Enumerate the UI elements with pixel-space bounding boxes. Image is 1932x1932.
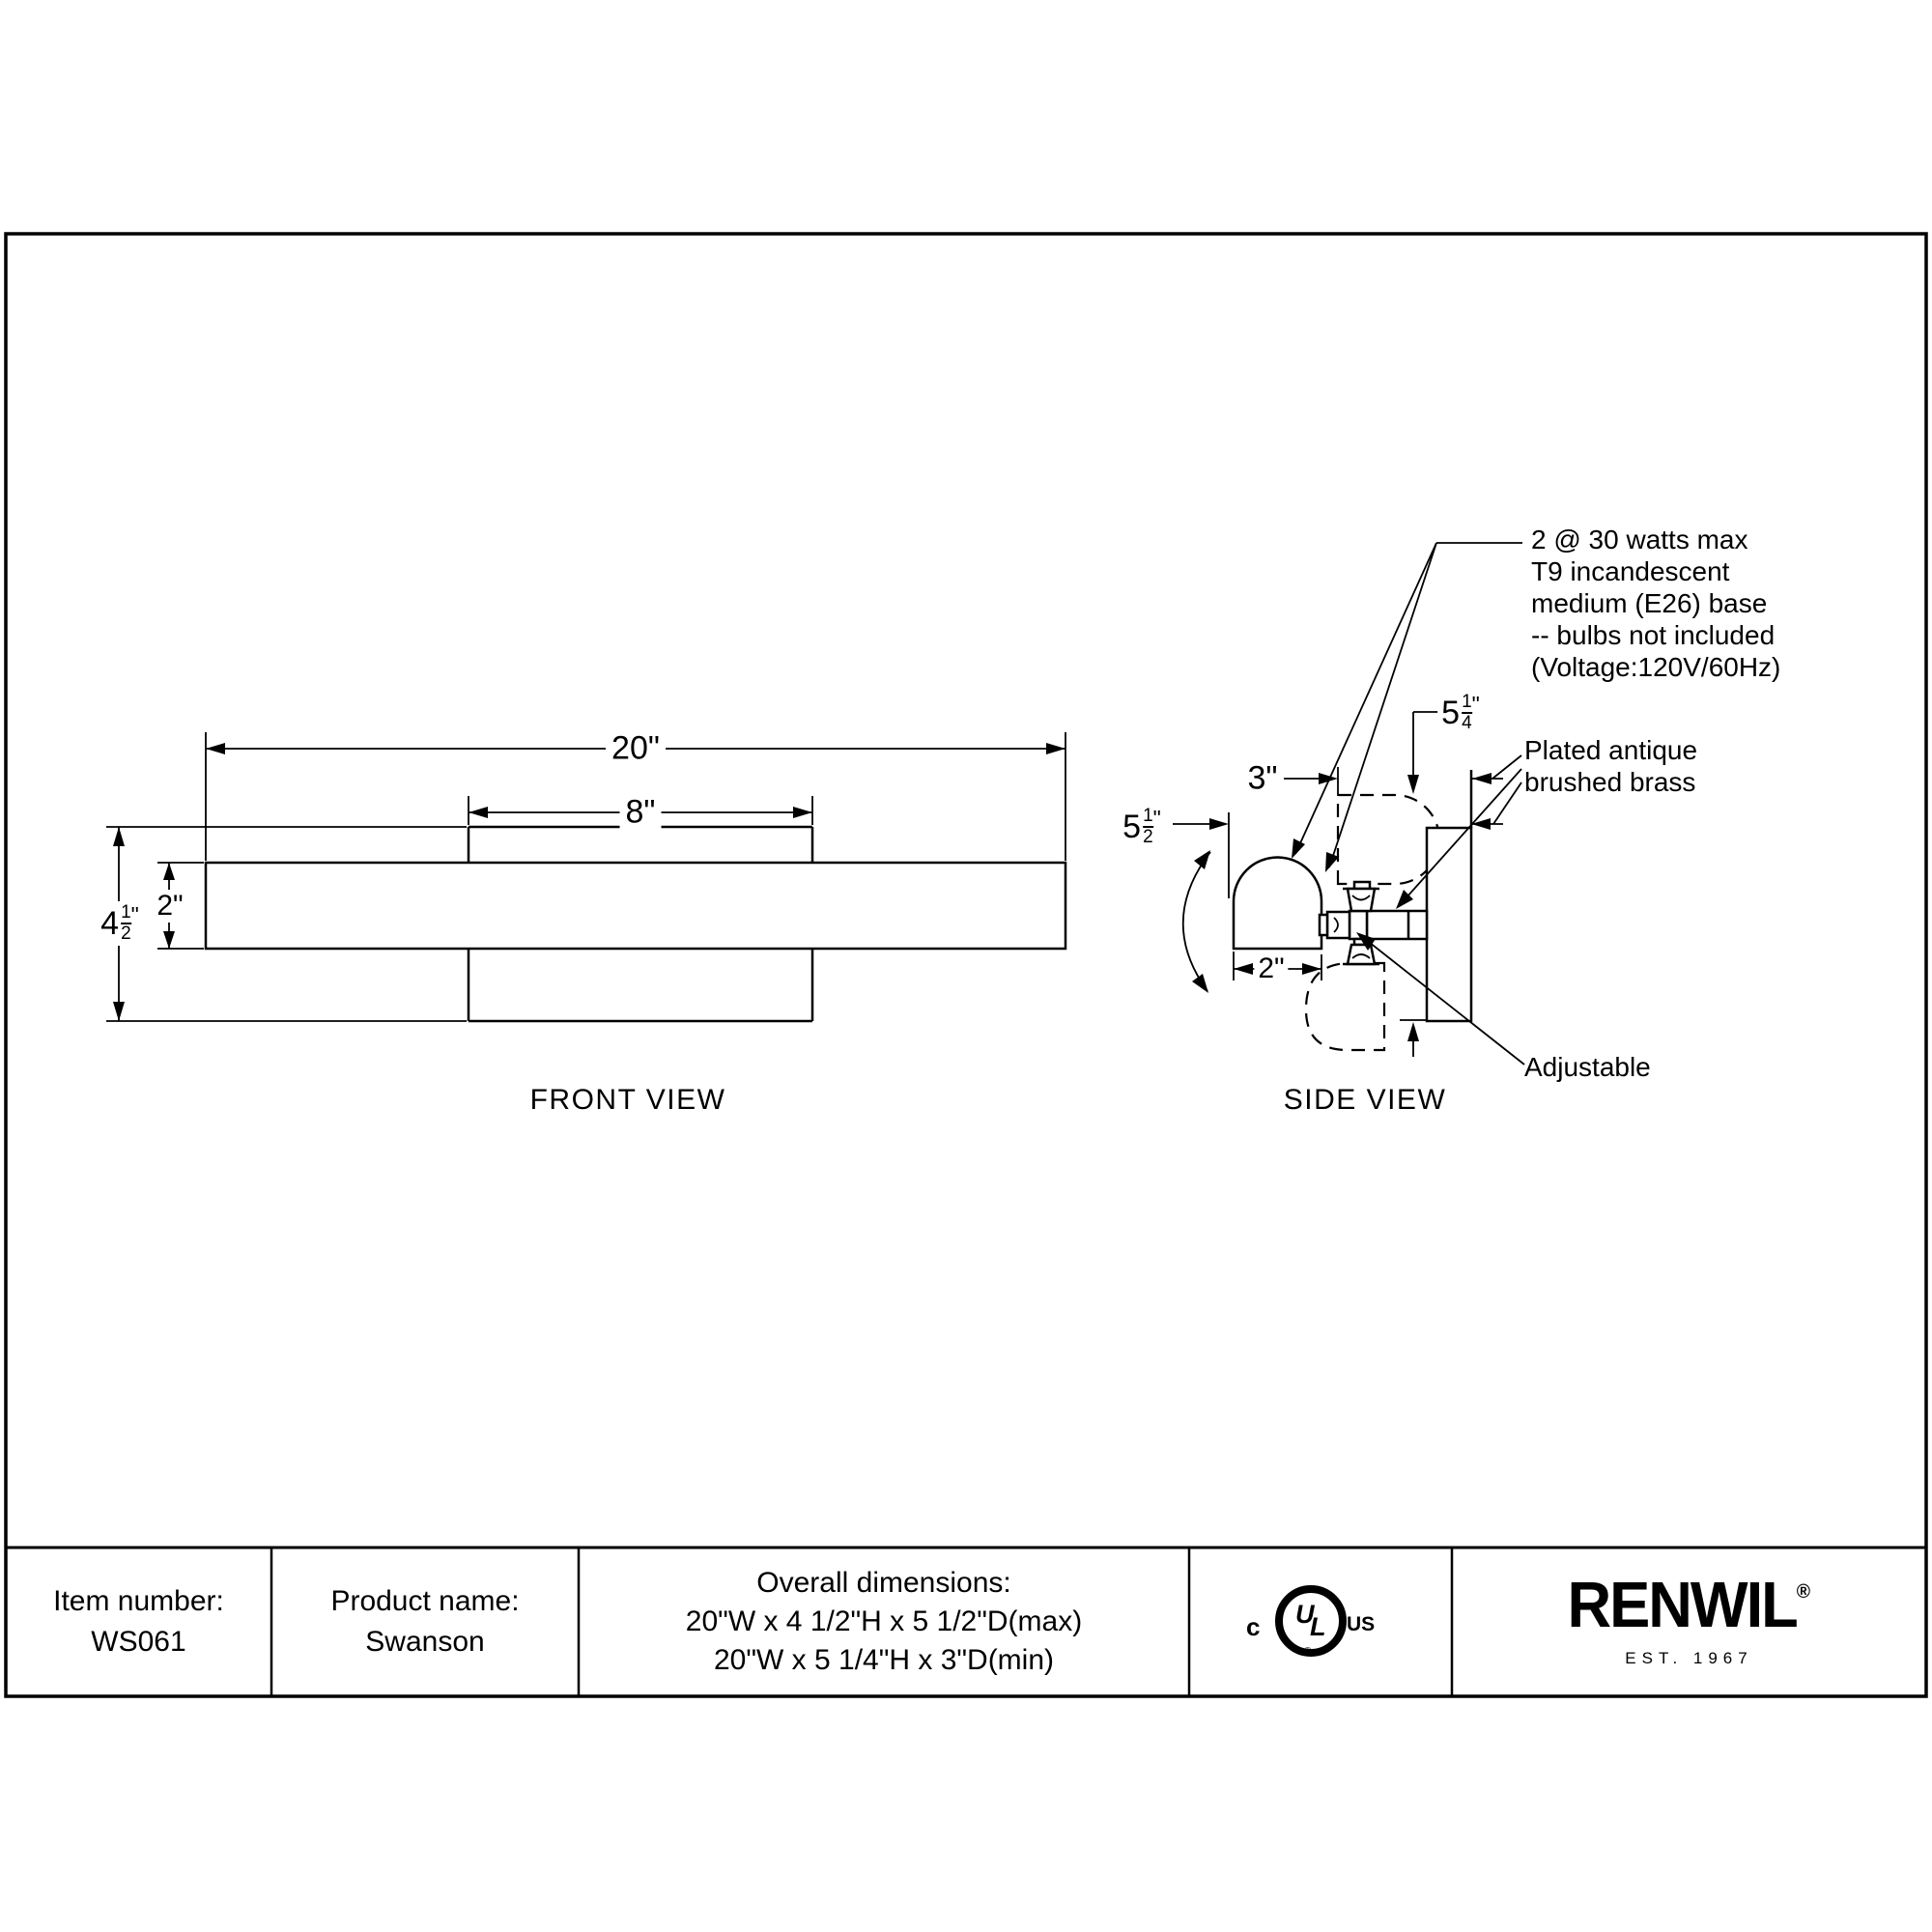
- title-block-item-number: Item number: WS061: [6, 1548, 271, 1696]
- dim-value: 2": [1258, 952, 1285, 984]
- dim-front-total-height: 4 1 2 ": [97, 901, 143, 946]
- arm: [1365, 909, 1429, 941]
- ul-circle: U L ®: [1275, 1585, 1347, 1657]
- ul-listed-icon: c U L ® US: [1238, 1583, 1403, 1661]
- title-block-product-name: Product name: Swanson: [271, 1548, 579, 1696]
- overall-dims-label: Overall dimensions:: [756, 1567, 1011, 1599]
- sheet-border: [4, 232, 1928, 1698]
- shade-solid: [1232, 856, 1323, 951]
- adjustable-annotation: Adjustable: [1524, 1052, 1651, 1082]
- dim-side-max-depth: 5 1 2 ": [1119, 805, 1165, 849]
- product-name-value: Swanson: [365, 1626, 485, 1658]
- finish-annotation-line: Plated antique: [1524, 735, 1698, 765]
- dim-front-bar-height: 2": [153, 890, 187, 923]
- rotation-arc: [1181, 851, 1211, 992]
- wall-plate: [1425, 826, 1473, 1023]
- dim-whole: 4: [100, 904, 120, 942]
- item-number-label: Item number:: [53, 1585, 224, 1617]
- dim-value: 8": [625, 793, 656, 831]
- title-block-overall-dimensions: Overall dimensions: 20"W x 4 1/2"H x 5 1…: [579, 1548, 1189, 1696]
- front-view-title: FRONT VIEW: [529, 1084, 726, 1116]
- shade-rotated-up-dashed: [1336, 793, 1441, 886]
- bulb-annotation-line: -- bulbs not included: [1531, 620, 1776, 650]
- title-block-brand: RENWIL® EST. 1967: [1452, 1548, 1926, 1696]
- bulb-annotation-line: medium (E26) base: [1531, 588, 1768, 618]
- front-view-drawing: [106, 732, 1067, 1023]
- side-view-drawing: [1173, 542, 1525, 1065]
- shade-rotated-down-dashed: [1304, 961, 1386, 1052]
- side-view-title: SIDE VIEW: [1283, 1084, 1447, 1116]
- registered-mark: ®: [1796, 1580, 1811, 1603]
- overall-dims-max: 20"W x 4 1/2"H x 5 1/2"D(max): [685, 1605, 1083, 1637]
- dim-value: 20": [611, 729, 660, 767]
- dim-value: 2": [156, 890, 184, 922]
- overall-dims-min: 20"W x 5 1/4"H x 3"D(min): [713, 1644, 1055, 1676]
- finish-annotation-line: brushed brass: [1524, 767, 1696, 797]
- dim-fraction: 1 2: [1143, 806, 1153, 847]
- dim-whole: 5: [1122, 808, 1142, 845]
- product-name-label: Product name:: [330, 1585, 520, 1617]
- dim-side-min-depth: 3": [1241, 759, 1284, 798]
- brand-logo: RENWIL® EST. 1967: [1567, 1566, 1811, 1679]
- dim-side-shade-width: 2": [1254, 952, 1289, 985]
- brand-established: EST. 1967: [1625, 1648, 1753, 1667]
- dim-front-backplate-width: 8": [619, 793, 662, 832]
- dim-whole: 5: [1441, 694, 1461, 731]
- dim-fraction: 1 2: [121, 902, 131, 944]
- brand-name: RENWIL: [1567, 1569, 1799, 1641]
- dim-fraction: 1 4: [1462, 692, 1472, 733]
- dim-unit: ": [1471, 692, 1480, 717]
- title-block-certification: c U L ® US: [1189, 1548, 1452, 1696]
- bulb-annotation-line: T9 incandescent: [1531, 556, 1730, 586]
- finish-annotation: Plated antique brushed brass: [1524, 734, 1697, 798]
- item-number-value: WS061: [91, 1626, 186, 1658]
- bulb-annotation-line: (Voltage:120V/60Hz): [1531, 652, 1781, 682]
- dim-side-total-height: 5 1 4 ": [1437, 691, 1484, 735]
- dim-unit: ": [130, 902, 139, 927]
- bulb-annotation-line: 2 @ 30 watts max: [1531, 525, 1748, 554]
- bulb-annotation: 2 @ 30 watts max T9 incandescent medium …: [1531, 524, 1780, 683]
- dim-unit: ": [1152, 806, 1161, 831]
- dim-value: 3": [1247, 759, 1278, 797]
- dim-front-width: 20": [606, 729, 666, 768]
